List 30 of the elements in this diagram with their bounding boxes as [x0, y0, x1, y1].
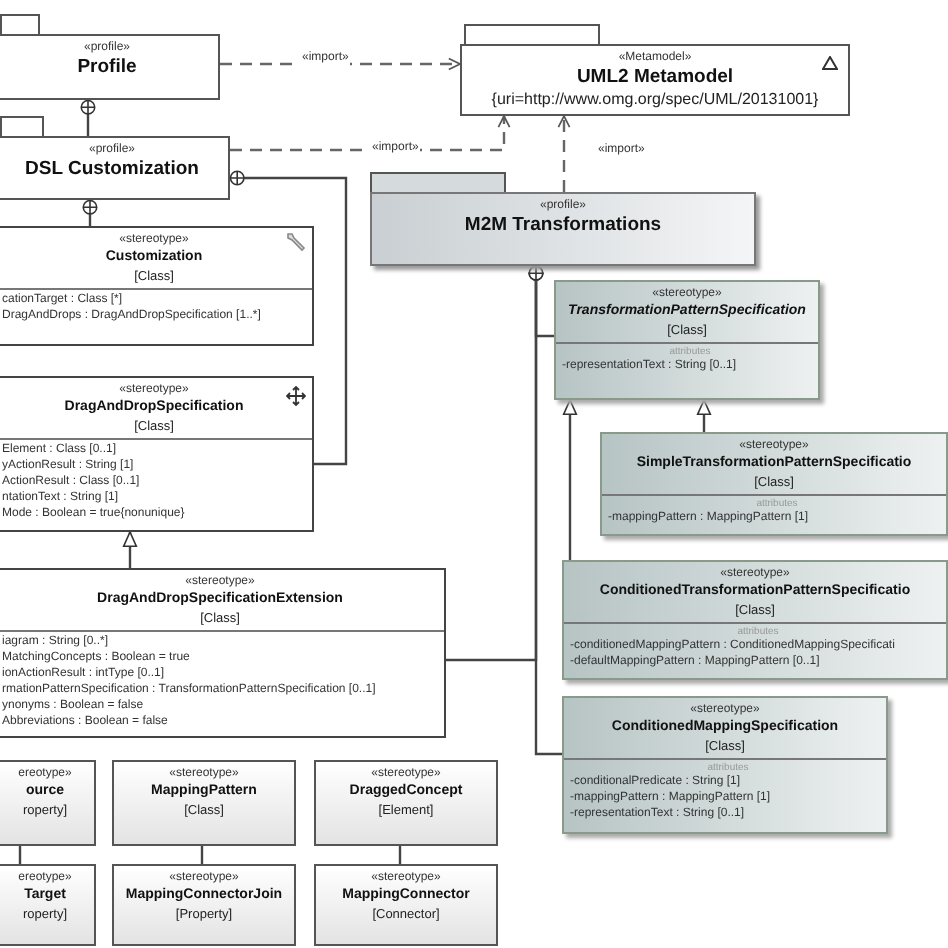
class-box — [314, 864, 498, 946]
uri-text: {uri=http://www.omg.org/spec/UML/20131001} — [491, 90, 819, 110]
package-name: M2M Transformations — [464, 214, 662, 238]
class-box — [314, 760, 498, 846]
containment-line — [528, 265, 562, 756]
class-box — [562, 696, 888, 834]
package-name: UML2 Metamodel — [576, 66, 734, 90]
class-box — [0, 760, 96, 846]
containment-line — [82, 199, 98, 226]
class-box — [0, 376, 314, 532]
class-box — [562, 560, 948, 680]
class-box — [554, 280, 820, 400]
package-box — [370, 192, 756, 266]
class-box — [112, 760, 296, 846]
generalization-arrow — [122, 531, 138, 568]
class-box — [0, 226, 314, 346]
package-box — [0, 136, 230, 200]
containment-line — [80, 99, 96, 136]
generalization-arrow — [696, 399, 712, 432]
class-box — [0, 568, 446, 738]
package-box — [460, 44, 850, 116]
class-box — [600, 432, 948, 536]
containment-line — [229, 170, 348, 466]
generalization-arrow — [562, 399, 578, 560]
package-name: DSL Customization — [25, 158, 199, 182]
package-name: Profile — [77, 56, 137, 80]
class-box — [112, 864, 296, 946]
class-box — [0, 864, 96, 946]
dependency-arrow — [557, 115, 571, 192]
package-box — [0, 34, 220, 100]
